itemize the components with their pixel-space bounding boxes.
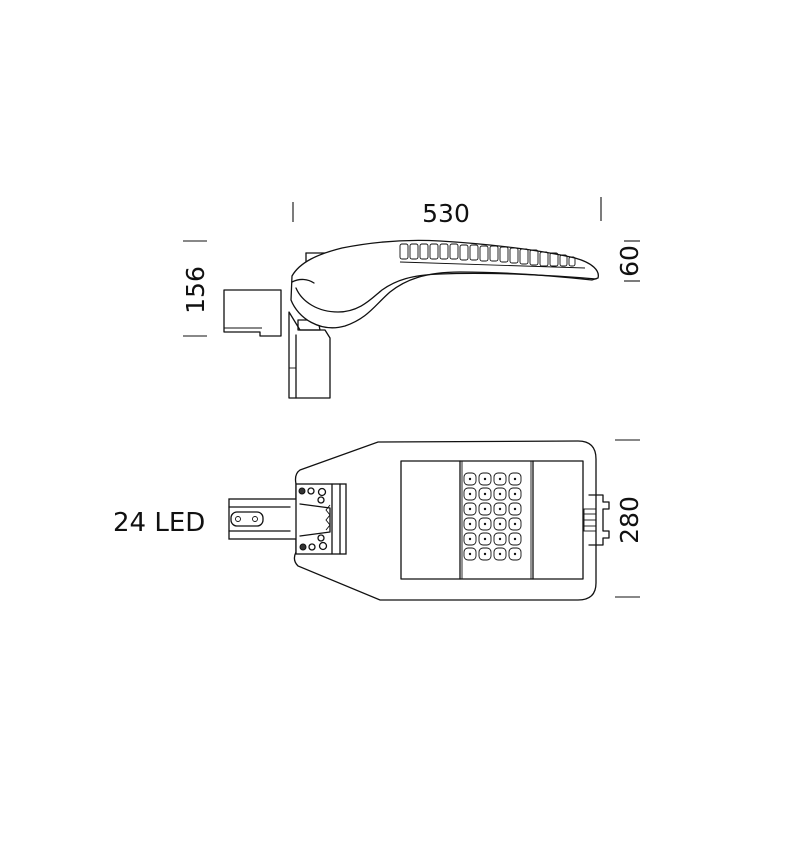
led-chip (498, 537, 502, 541)
led-lens (508, 532, 522, 546)
led-chip (483, 507, 487, 511)
led-chip (513, 477, 517, 481)
led-chip (513, 492, 517, 496)
led-lens (493, 517, 507, 531)
led-chip (468, 552, 472, 556)
top-view: 280 24 LED (113, 439, 644, 601)
screw-icon (317, 496, 325, 504)
led-chip (468, 537, 472, 541)
screw-icon (307, 487, 315, 495)
led-lens (478, 532, 492, 546)
led-lens (478, 547, 492, 561)
led-chip (483, 552, 487, 556)
side-pole-tube (223, 289, 282, 337)
led-chip (498, 492, 502, 496)
led-lens (508, 517, 522, 531)
led-chip (498, 552, 502, 556)
led-chip (468, 477, 472, 481)
led-lens (463, 517, 477, 531)
screw-icon (298, 487, 306, 495)
led-chip (513, 507, 517, 511)
led-lens (508, 487, 522, 501)
led-lens (463, 502, 477, 516)
led-lens (478, 502, 492, 516)
led-lens (493, 502, 507, 516)
led-lens (493, 472, 507, 486)
top-bracket (295, 483, 347, 555)
led-lens (478, 517, 492, 531)
led-chip (513, 522, 517, 526)
led-chip (498, 522, 502, 526)
led-module (463, 472, 522, 561)
led-count-label: 24 LED (113, 508, 205, 538)
screw-icon (317, 534, 325, 542)
led-chip (513, 537, 517, 541)
dimension-width: 280 (615, 439, 644, 598)
dimension-head-height-label: 60 (615, 245, 644, 277)
led-lens (508, 472, 522, 486)
dimension-length: 530 (292, 197, 602, 228)
led-lens (478, 472, 492, 486)
led-lens (493, 547, 507, 561)
side-view: 530 156 60 (181, 197, 644, 399)
screw-icon (317, 487, 327, 497)
screw-icon (318, 541, 328, 551)
optical-window (400, 460, 584, 580)
led-chip (468, 492, 472, 496)
led-lens (493, 487, 507, 501)
led-chip (483, 477, 487, 481)
led-chip (498, 477, 502, 481)
led-lens (463, 487, 477, 501)
led-lens (508, 502, 522, 516)
screw-icon (308, 543, 316, 551)
dimension-side-height-label: 156 (181, 266, 210, 314)
led-chip (483, 537, 487, 541)
led-lens (493, 532, 507, 546)
cooling-fins (399, 243, 576, 267)
led-lens (478, 487, 492, 501)
side-luminaire-body (290, 239, 599, 329)
led-chip (483, 522, 487, 526)
dimension-side-height: 156 (181, 240, 210, 337)
led-lens (463, 547, 477, 561)
top-connector (583, 494, 610, 546)
led-lens (508, 547, 522, 561)
led-lens (463, 472, 477, 486)
screw-icon (299, 543, 307, 551)
dimension-head-height: 60 (615, 240, 644, 282)
led-lens (463, 532, 477, 546)
led-chip (468, 522, 472, 526)
led-chip (513, 552, 517, 556)
led-chip (498, 507, 502, 511)
led-chip (483, 492, 487, 496)
led-chip (468, 507, 472, 511)
dimension-width-label: 280 (615, 496, 644, 544)
dimension-length-label: 530 (422, 199, 470, 228)
